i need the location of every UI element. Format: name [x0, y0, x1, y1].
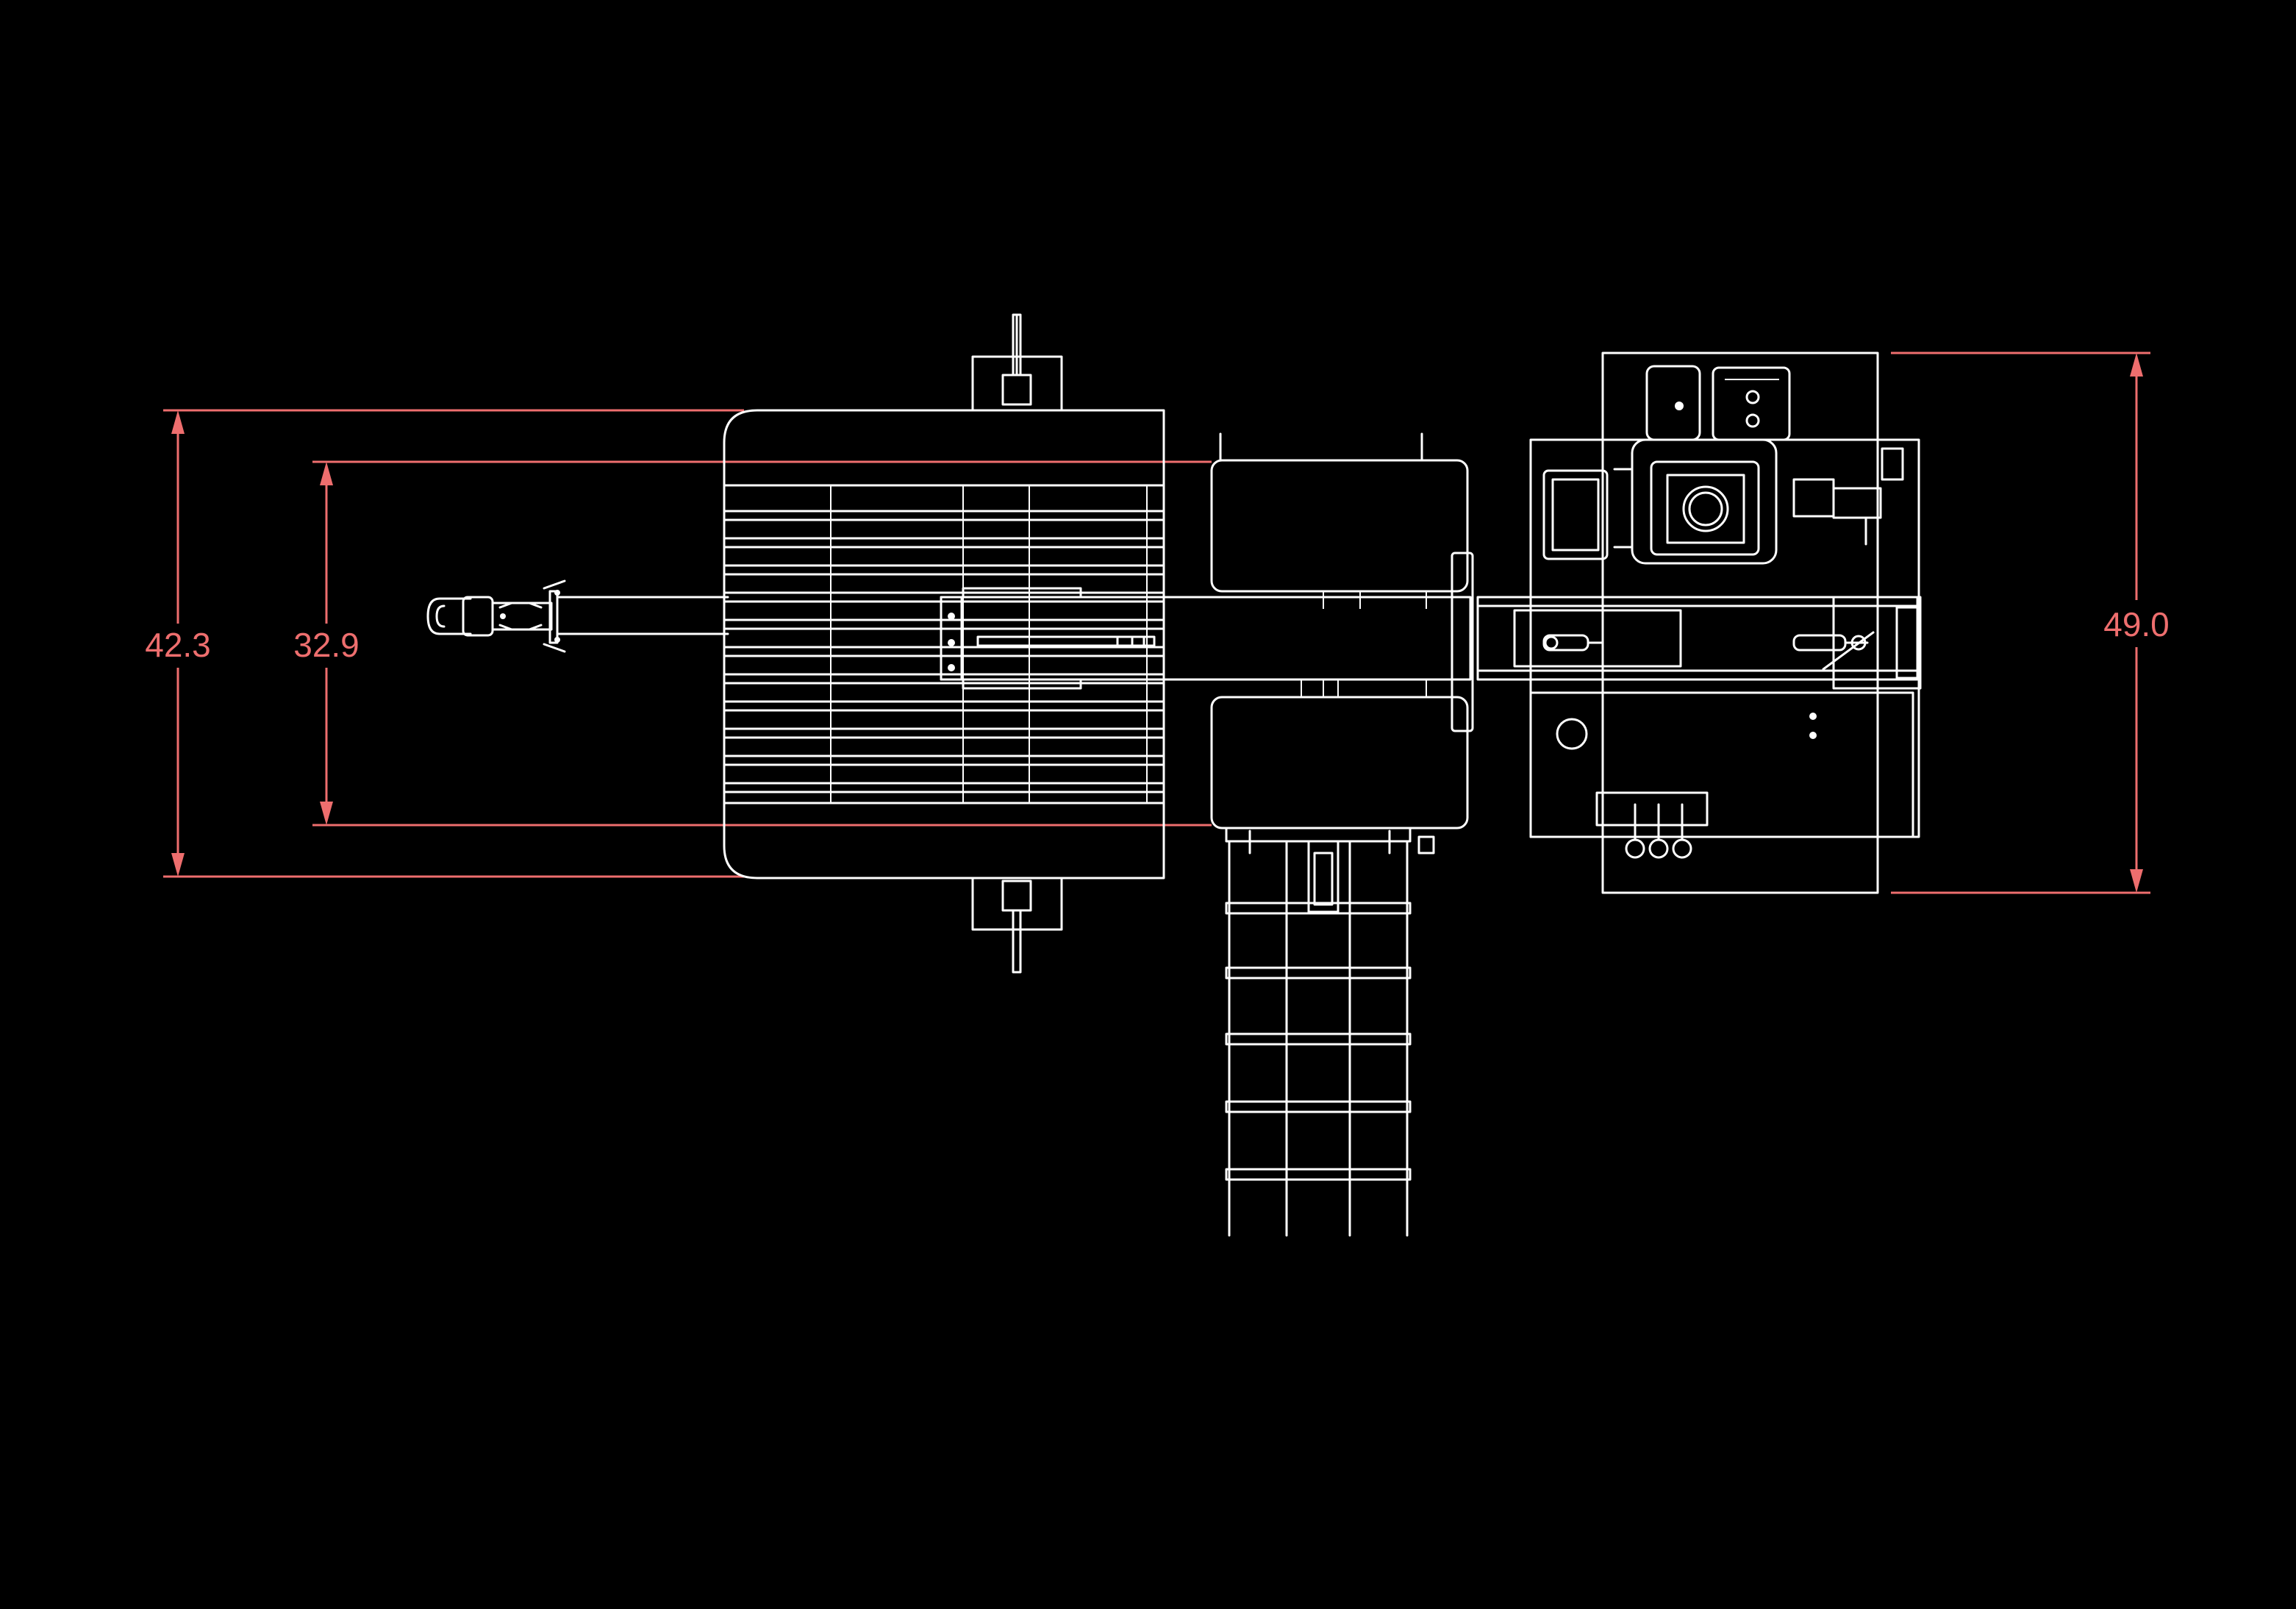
fuel-tank — [1712, 366, 1791, 441]
tow-hitch — [426, 579, 566, 653]
hydraulic-cylinder-right — [1792, 631, 1875, 671]
battery — [1542, 469, 1609, 560]
discharge-conveyor — [1225, 827, 1435, 1237]
roller-fins — [723, 510, 1165, 793]
control-valve-bank — [1595, 791, 1709, 859]
arrow-down — [320, 802, 333, 825]
tongue — [556, 596, 729, 635]
arrow-up — [2130, 353, 2143, 377]
arrow-up — [320, 462, 333, 485]
left-tire-bottom — [1210, 679, 1469, 830]
pump-assembly — [1792, 447, 1904, 546]
dimension-label-42-3: 42.3 — [145, 626, 211, 664]
left-tire-top — [1210, 432, 1469, 609]
top-bearing-bracket — [971, 313, 1063, 412]
bottom-bearing-bracket — [971, 877, 1063, 974]
hydraulic-cylinder-left — [1542, 634, 1604, 652]
engine-block — [1613, 438, 1778, 565]
roller-drum — [723, 409, 1165, 880]
hydraulic-reservoir — [1529, 691, 1914, 838]
dimension-32-9: 32.9 — [293, 460, 1212, 827]
dimension-label-32-9: 32.9 — [293, 626, 360, 664]
upper-deck-frame — [1476, 596, 1919, 681]
air-cleaner — [1645, 365, 1701, 441]
arrow-up — [171, 410, 185, 434]
main-frame-beam — [940, 587, 1472, 690]
engine-deck-outline — [1529, 352, 1920, 894]
dimension-49-0: 49.0 — [1891, 352, 2170, 894]
wheel-hub-plate — [1451, 552, 1474, 732]
dimension-42-3: 42.3 — [145, 409, 744, 878]
dimension-label-49-0: 49.0 — [2103, 605, 2170, 643]
rear-hitch-bracket — [1832, 596, 1922, 690]
arrow-down — [171, 853, 185, 877]
arrow-down — [2130, 869, 2143, 893]
